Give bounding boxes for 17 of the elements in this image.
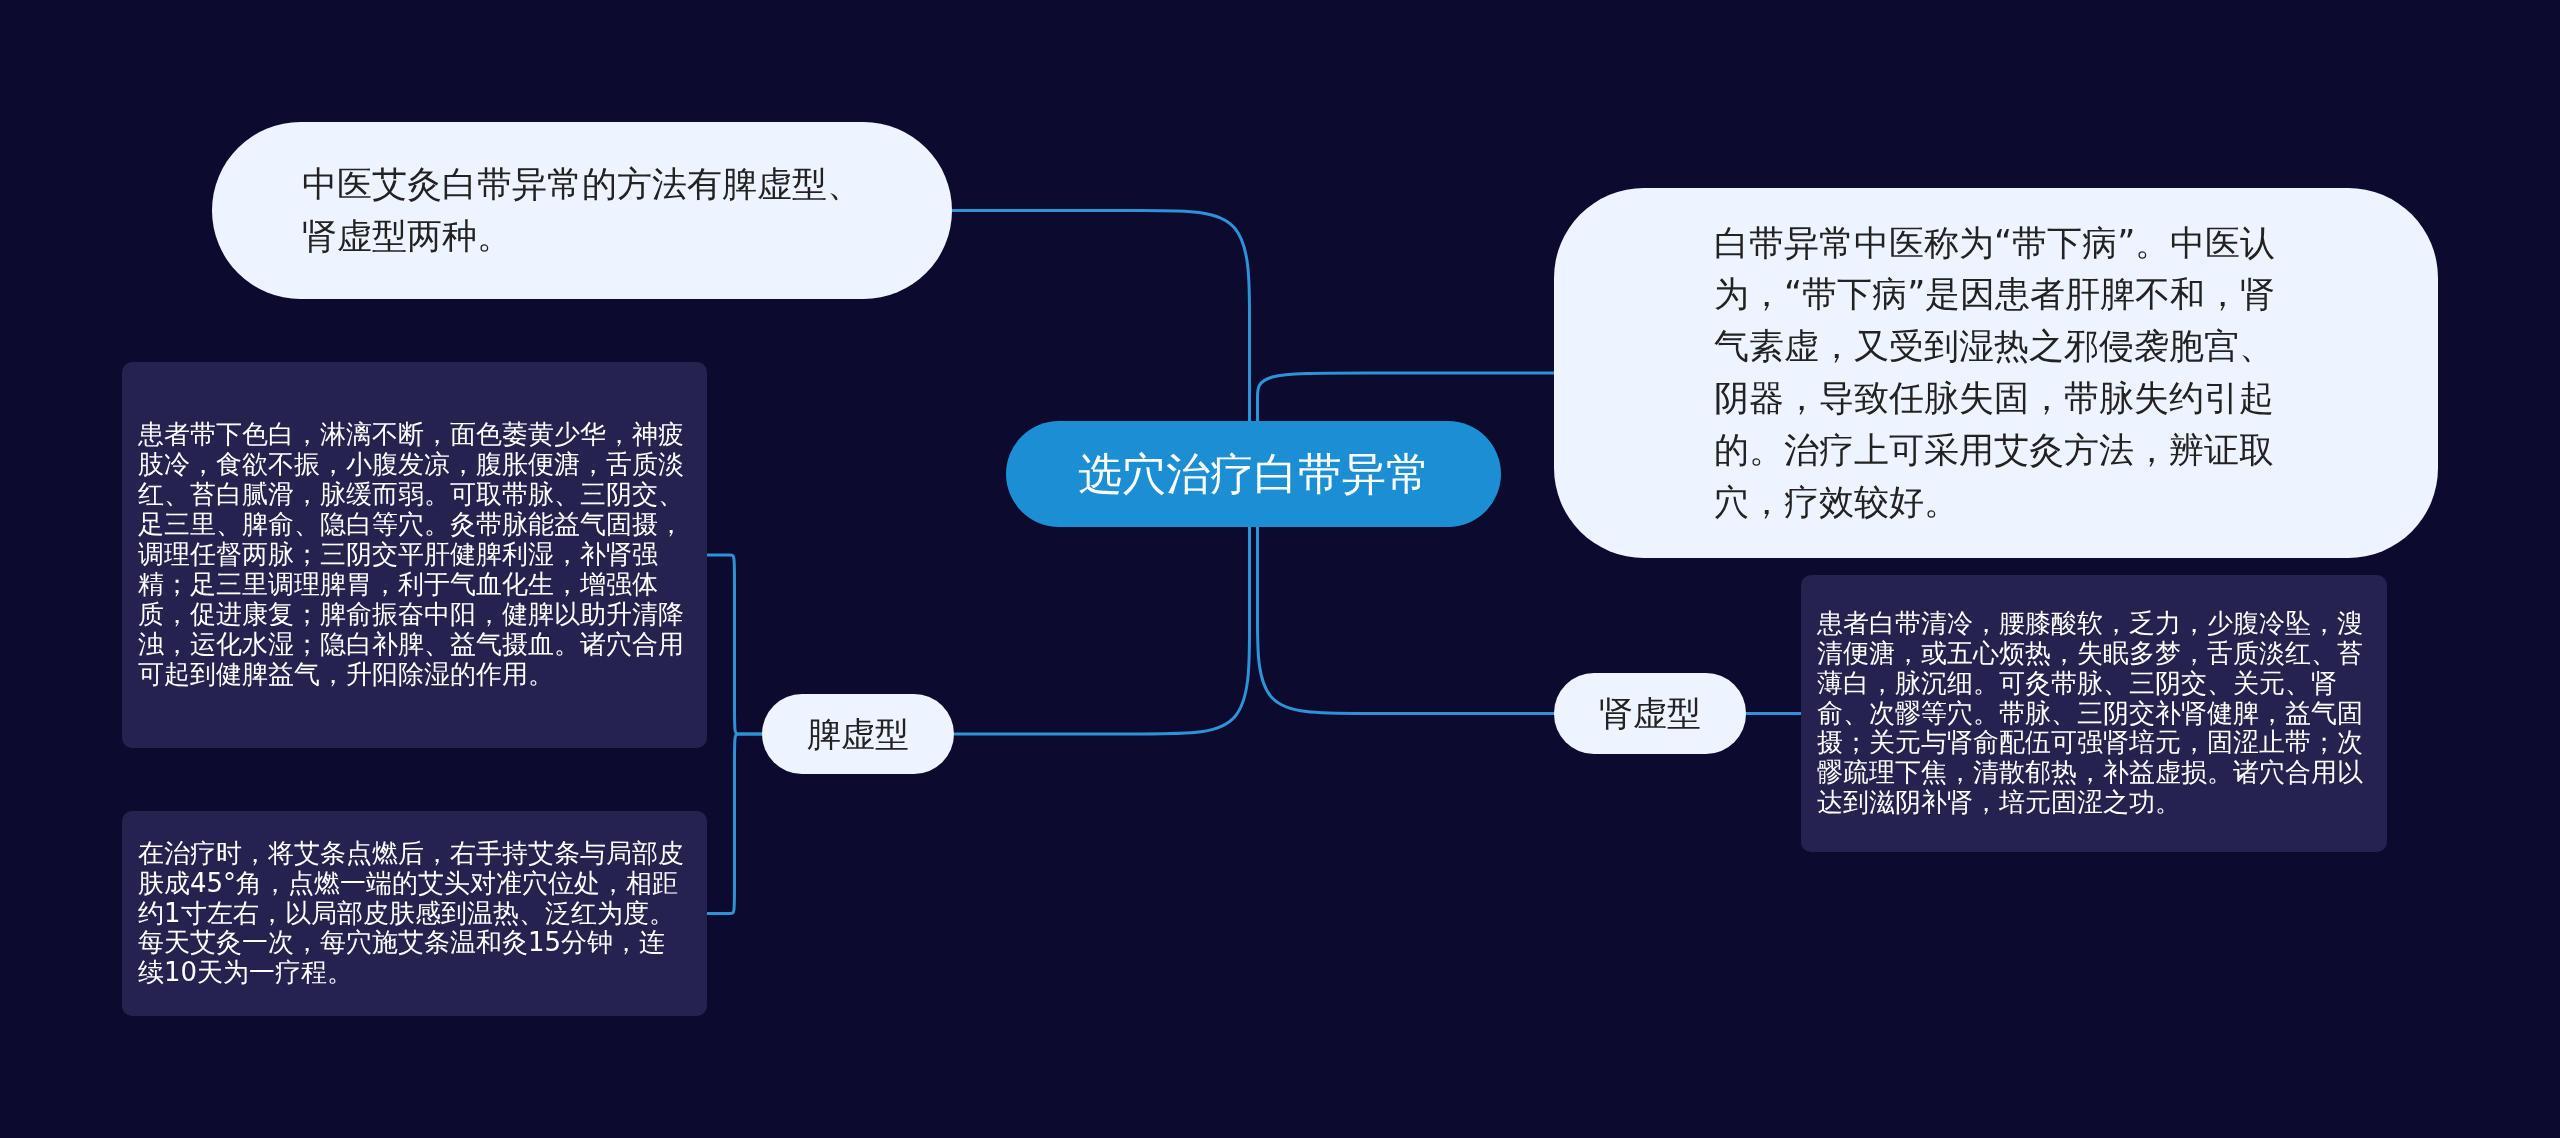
note-card (1801, 575, 2387, 852)
connector-line (1746, 712, 1801, 715)
note-text: 患者白带清冷，腰膝酸软，乏力，少腹冷坠，溲清便溏，或五心烦热，失眠多梦，舌质淡红、苔薄白，脉沉细。可灸带脉、三阴交、关元、肾俞、次髎等穴。带脉、三阴交补肾健脾，益气固摄；关元与肾俞配伍可强肾培元，固涩止带；次髎疏理下焦，清散郁热，补益虚损。诸穴合用以达到滋阴补肾，培元固涩之功。 (1817, 608, 2364, 819)
connector-line (954, 527, 1251, 736)
note-card (122, 362, 707, 748)
topic-bubble (1554, 188, 2438, 558)
subtopic-label: 肾虚型 (1599, 693, 1701, 734)
connector-line (1256, 527, 1554, 715)
subtopic-label: 脾虚型 (807, 713, 909, 755)
topic-text: 白带异常中医称为“带下病”。中医认为，“带下病”是因患者肝脾不和，肾气素虚，又受到湿热之邪侵袭胞宫、阴器，导致任脉失固，带脉失约引起的。治疗上可采用艾灸方法，辨证取穴，疗效较好。 (1714, 221, 2277, 524)
note-card (122, 811, 707, 1016)
note-text: 患者带下色白，淋漓不断，面色萎黄少华，神疲肢冷，食欲不振，小腹发凉，腹胀便溏，舌质淡红、苔白腻滑，脉缓而弱。可取带脉、三阴交、足三里、脾俞、隐白等穴。灸带脉能益气固摄，调理任督两脉；三阴交平肝健脾利湿，补肾强精；足三里调理脾胃，利于气血化生，增强体质，促进康复；脾俞振奋中阳，健脾以助升清降浊，运化水湿；隐白补脾、益气摄血。诸穴合用可起到健脾益气，升阳除湿的作用。 (138, 420, 685, 690)
topic-text: 中医艾灸白带异常的方法有脾虚型、肾虚型两种。 (302, 162, 862, 258)
connector-line (1256, 371, 1554, 421)
connector-line (952, 209, 1251, 421)
note-text: 在治疗时，将艾条点燃后，右手持艾条与局部皮肤成45°角，点燃一端的艾头对准穴位处，相距约1寸左右，以局部皮肤感到温热、泛红为度。每天艾灸一次，每穴施艾条温和灸15分钟，连续10天为一疗程。 (138, 838, 685, 989)
topic-title: 选穴治疗白带异常 (1077, 447, 1430, 501)
